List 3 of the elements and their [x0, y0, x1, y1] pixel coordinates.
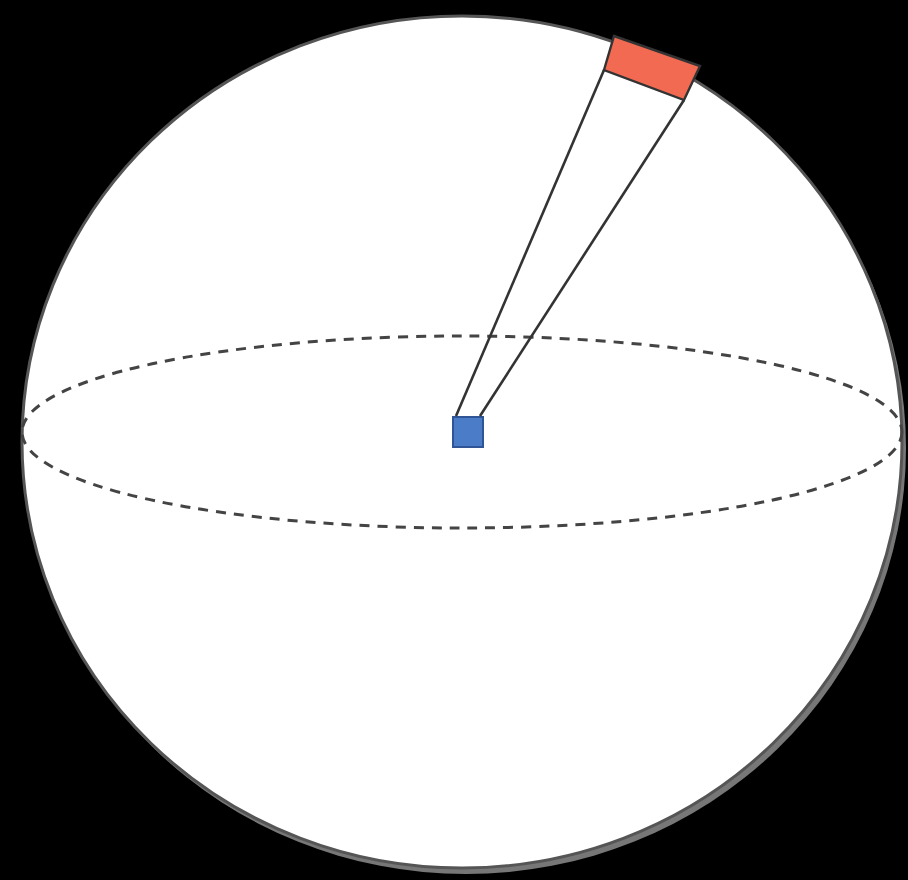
- sphere-drawing: [20, 12, 904, 872]
- cone-line: [478, 99, 686, 417]
- cone-line: [454, 69, 606, 417]
